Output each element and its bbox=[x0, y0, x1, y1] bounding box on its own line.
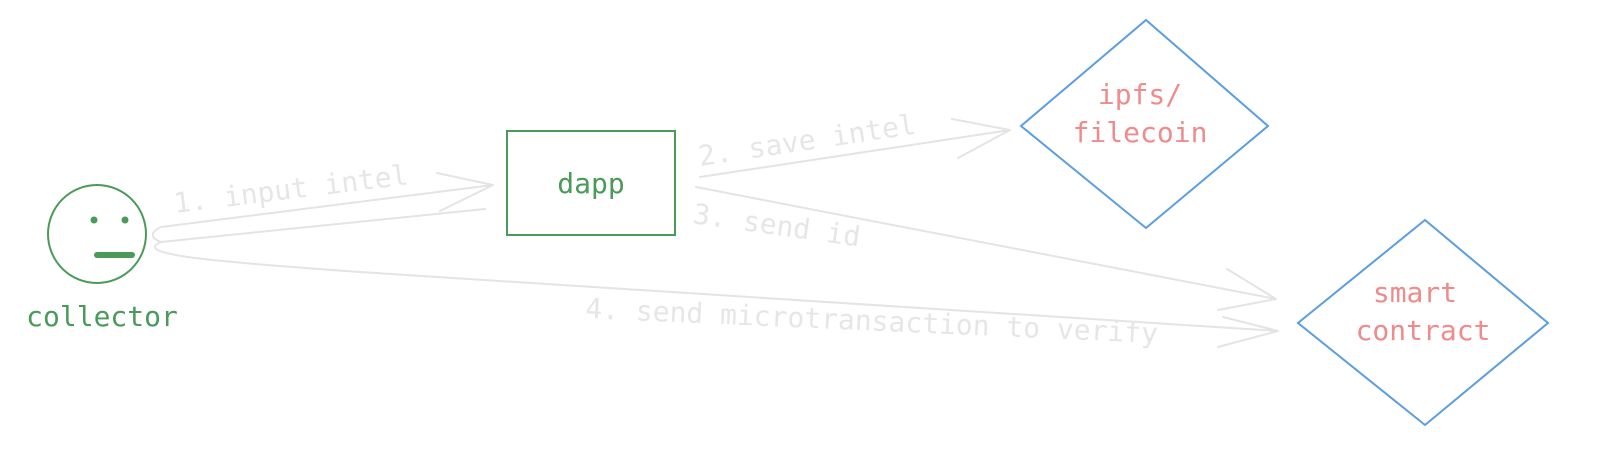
edge-send-microtransaction: 4. send microtransaction to verify bbox=[151, 226, 1279, 350]
smart-contract-label-line1: smart bbox=[1373, 276, 1457, 309]
smart-contract-diamond bbox=[1296, 218, 1550, 427]
edge-save-intel-label: 2. save intel bbox=[696, 108, 918, 173]
edge-input-intel-return bbox=[160, 208, 486, 243]
dapp-box bbox=[506, 130, 676, 236]
ipfs-diamond bbox=[1019, 18, 1270, 230]
edge-input-intel: 1. input intel bbox=[160, 158, 494, 243]
edge-save-intel: 2. save intel bbox=[696, 108, 1011, 178]
edge-send-microtransaction-start bbox=[151, 226, 162, 243]
collector-label: collector bbox=[26, 300, 178, 333]
collector-node: collector bbox=[26, 184, 178, 333]
edge-send-id-label: 3. send id bbox=[691, 197, 863, 253]
edge-send-microtransaction-arrow bbox=[153, 241, 1279, 348]
edge-send-id-arrow bbox=[695, 186, 1277, 311]
ipfs-node: ipfs/ filecoin bbox=[1019, 18, 1270, 230]
dapp-label: dapp bbox=[557, 167, 624, 200]
edge-send-microtransaction-label: 4. send microtransaction to verify bbox=[585, 292, 1159, 350]
edge-save-intel-arrow bbox=[699, 118, 1011, 178]
smart-contract-label-line2: contract bbox=[1356, 314, 1491, 347]
ipfs-label-line2: filecoin bbox=[1073, 116, 1208, 149]
dapp-node: dapp bbox=[506, 130, 676, 236]
neutral-face-icon bbox=[47, 184, 147, 284]
ipfs-label-line1: ipfs/ bbox=[1098, 78, 1182, 111]
edge-send-id: 3. send id bbox=[691, 186, 1277, 311]
edge-input-intel-arrow bbox=[160, 172, 494, 228]
smart-contract-node: smart contract bbox=[1296, 218, 1550, 427]
